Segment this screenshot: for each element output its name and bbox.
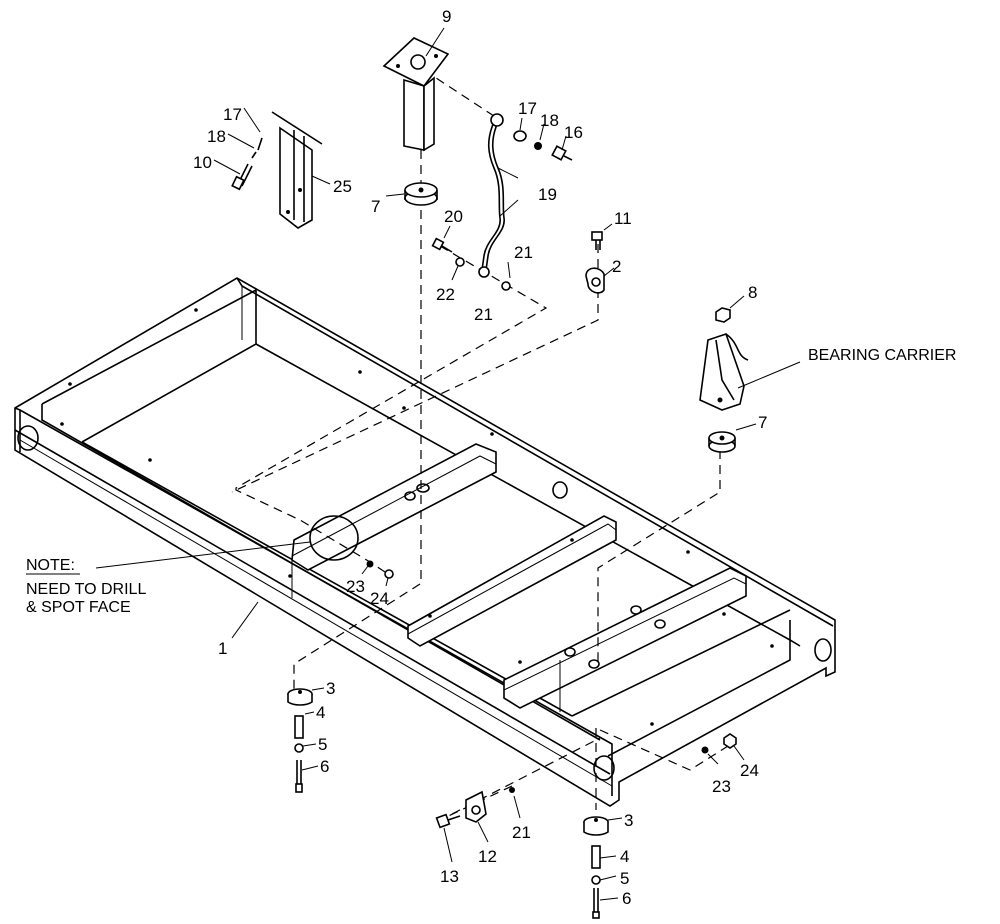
callout-19: 19 bbox=[538, 185, 557, 204]
part-5-washer-left[interactable] bbox=[294, 743, 304, 753]
part-18-lockwasher[interactable] bbox=[534, 142, 542, 150]
callout-18-left: 18 bbox=[207, 127, 226, 146]
callout-11: 10 bbox=[193, 153, 212, 172]
callout-9: 9 bbox=[442, 7, 451, 26]
part-22-washer[interactable] bbox=[455, 257, 465, 267]
part-24-nut-upper[interactable] bbox=[384, 569, 394, 579]
part-12-clamp[interactable] bbox=[465, 790, 487, 823]
part-23-washer-upper[interactable] bbox=[366, 560, 374, 568]
part-20-screw[interactable] bbox=[431, 237, 453, 253]
callout-21-c: 21 bbox=[512, 823, 531, 842]
callout-7-lower: 7 bbox=[758, 413, 767, 432]
base-frame bbox=[14, 277, 836, 807]
part-6-bolt-left[interactable] bbox=[295, 760, 303, 793]
callout-6-left: 6 bbox=[320, 757, 329, 776]
callout-18-right: 18 bbox=[540, 111, 559, 130]
part-8-nut[interactable] bbox=[715, 307, 731, 323]
part-7-isolator-upper[interactable] bbox=[404, 182, 438, 206]
callout-21-a: 21 bbox=[514, 243, 533, 262]
part-24-nut-lower[interactable] bbox=[723, 733, 737, 749]
drill-note: NOTE: NEED TO DRILL & SPOT FACE bbox=[26, 557, 146, 616]
part-9-bracket[interactable] bbox=[382, 37, 450, 152]
callout-12: 12 bbox=[478, 847, 497, 866]
callout-4-right: 4 bbox=[620, 847, 629, 866]
part-10-screw[interactable] bbox=[591, 231, 603, 250]
callout-numbers: 9 17 18 10 25 7 17 18 16 19 20 11 21 2 2… bbox=[193, 7, 767, 908]
spot-face-circle bbox=[309, 515, 359, 561]
bearing-carrier-part[interactable] bbox=[699, 332, 749, 411]
part-4-spacer-right[interactable] bbox=[591, 845, 601, 869]
part-17-washer[interactable] bbox=[513, 130, 527, 142]
part-21-washer-a[interactable] bbox=[501, 281, 511, 291]
note-line-1: NEED TO DRILL bbox=[26, 581, 146, 598]
bearing-carrier-label: BEARING CARRIER bbox=[808, 347, 956, 364]
callout-5-right: 5 bbox=[620, 869, 629, 888]
callout-24-upper: 24 bbox=[370, 589, 389, 608]
callout-8: 8 bbox=[748, 283, 757, 302]
part-5-washer-right[interactable] bbox=[591, 875, 601, 885]
part-18-lockwasher-left[interactable] bbox=[251, 151, 257, 159]
callout-2: 2 bbox=[612, 257, 621, 276]
part-13-screw[interactable] bbox=[435, 813, 461, 829]
callout-6-right: 6 bbox=[622, 889, 631, 908]
part-2-clamp[interactable] bbox=[585, 267, 605, 294]
note-line-2: & SPOT FACE bbox=[26, 599, 131, 616]
callout-22: 22 bbox=[436, 285, 455, 304]
callout-17-left: 17 bbox=[223, 105, 242, 124]
callout-5-left: 5 bbox=[318, 735, 327, 754]
part-7-isolator-lower[interactable] bbox=[708, 431, 736, 453]
part-3-mount-right[interactable] bbox=[583, 816, 609, 836]
callout-21-b: 21 bbox=[474, 305, 493, 324]
callout-17-right: 17 bbox=[518, 99, 537, 118]
part-23-washer-lower[interactable] bbox=[701, 746, 709, 754]
part-21-washer-b[interactable] bbox=[509, 787, 515, 793]
callout-7-upper: 7 bbox=[371, 197, 380, 216]
part-3-mount-left[interactable] bbox=[287, 688, 313, 706]
callout-16: 16 bbox=[564, 123, 583, 142]
callout-10: 11 bbox=[614, 209, 632, 228]
leader-lines bbox=[95, 27, 801, 901]
note-title: NOTE: bbox=[26, 557, 75, 574]
part-4-spacer-left[interactable] bbox=[294, 715, 304, 739]
callout-3-left: 3 bbox=[326, 679, 335, 698]
callout-4-left: 4 bbox=[316, 703, 325, 722]
part-19-ground-cable[interactable] bbox=[478, 113, 505, 278]
callout-25: 25 bbox=[333, 177, 352, 196]
part-25-bracket[interactable] bbox=[271, 111, 323, 229]
callout-24-lower: 24 bbox=[740, 761, 759, 780]
part-6-bolt-right[interactable] bbox=[592, 888, 600, 919]
callout-13: 13 bbox=[440, 867, 459, 886]
callout-3-right: 3 bbox=[624, 811, 633, 830]
part-11-screw[interactable] bbox=[231, 163, 253, 191]
callout-1: 1 bbox=[218, 639, 227, 658]
part-17-washer-left[interactable] bbox=[257, 137, 263, 151]
callout-23-upper: 23 bbox=[346, 577, 365, 596]
callout-20: 20 bbox=[444, 207, 463, 226]
callout-23-lower: 23 bbox=[712, 777, 731, 796]
